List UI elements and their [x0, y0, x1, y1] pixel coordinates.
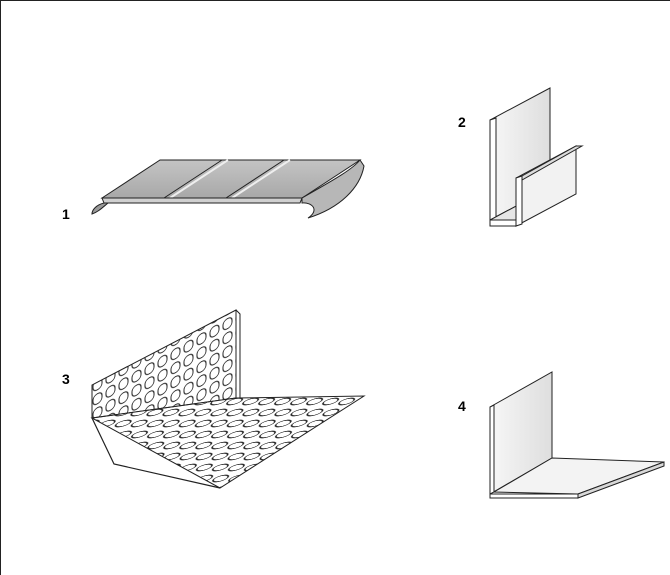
item-number-4: 4	[458, 398, 466, 414]
j-channel-profile-icon	[489, 87, 584, 227]
item-number-3: 3	[62, 371, 70, 387]
grooved-profile-strip-icon	[91, 159, 365, 219]
item-number-2: 2	[458, 114, 466, 130]
item-number-1: 1	[62, 206, 70, 222]
perforated-angle-profile-icon	[90, 309, 366, 489]
l-angle-profile-icon	[489, 371, 665, 499]
